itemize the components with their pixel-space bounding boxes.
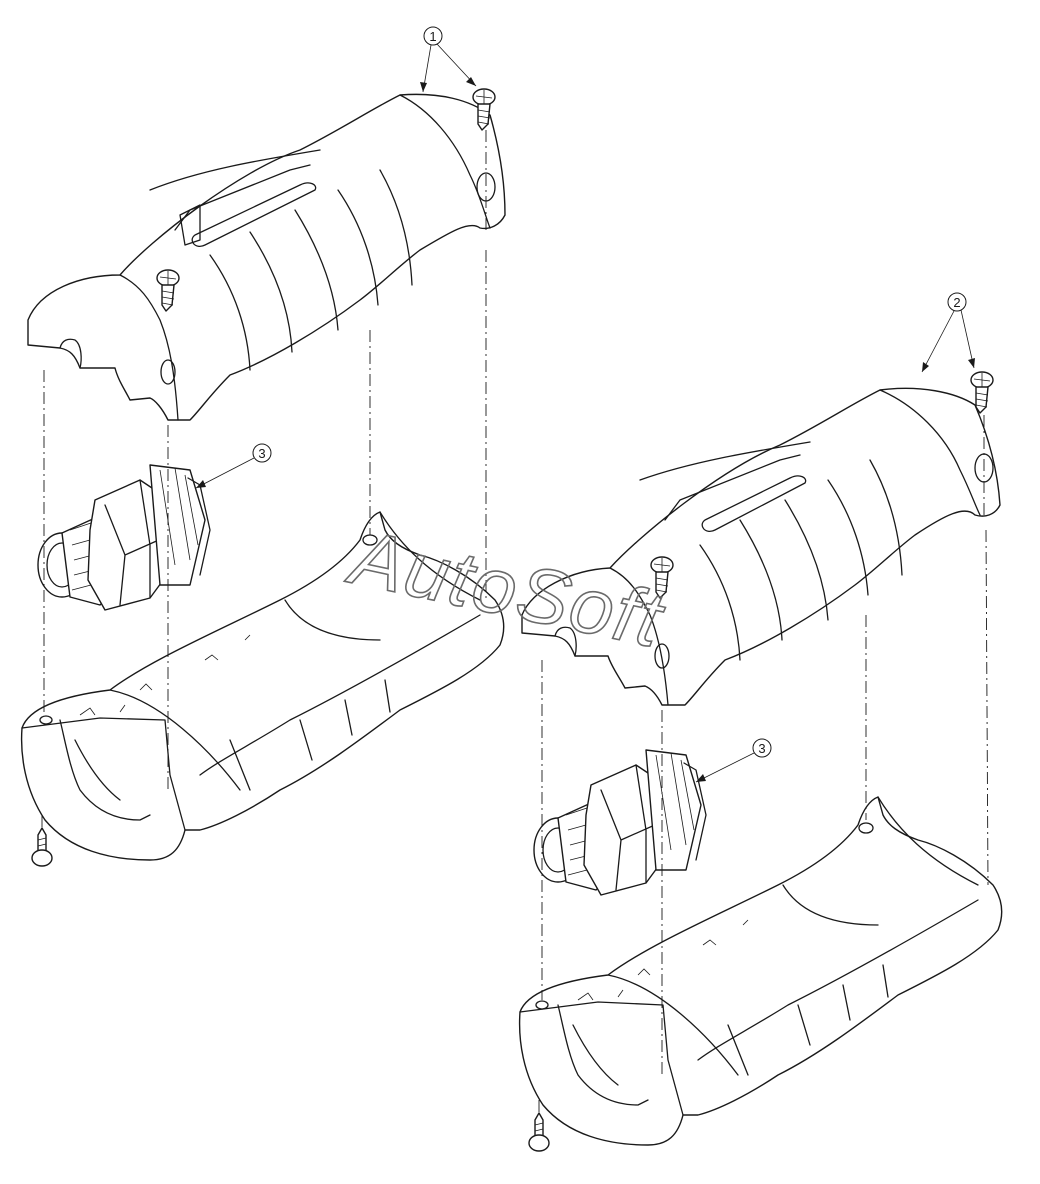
left-fitting xyxy=(37,464,211,611)
callout-1: 1 xyxy=(420,26,477,93)
right-top-screw xyxy=(970,371,994,414)
right-bottom-screw xyxy=(528,1112,550,1152)
right-centerline-d xyxy=(983,415,989,886)
callout-3-left-label: 3 xyxy=(258,446,265,461)
callout-2: 2 xyxy=(921,292,975,373)
left-upper-handle-half xyxy=(27,93,506,421)
left-assembly xyxy=(20,88,506,867)
right-assembly xyxy=(518,371,1003,1152)
right-lower-handle-half xyxy=(518,796,1003,1146)
left-bottom-screw xyxy=(31,827,53,867)
left-mid-screw xyxy=(156,269,180,312)
callout-3-left: 3 xyxy=(195,443,272,489)
left-lower-handle-half xyxy=(20,511,505,861)
right-upper-handle-half xyxy=(521,387,1001,706)
callout-2-label: 2 xyxy=(953,295,960,310)
right-mid-screw xyxy=(650,556,674,599)
callout-1-label: 1 xyxy=(429,29,436,44)
callout-3-right-label: 3 xyxy=(758,741,765,756)
right-fitting xyxy=(533,749,707,896)
callout-3-right: 3 xyxy=(695,738,772,783)
left-top-screw xyxy=(472,88,496,131)
